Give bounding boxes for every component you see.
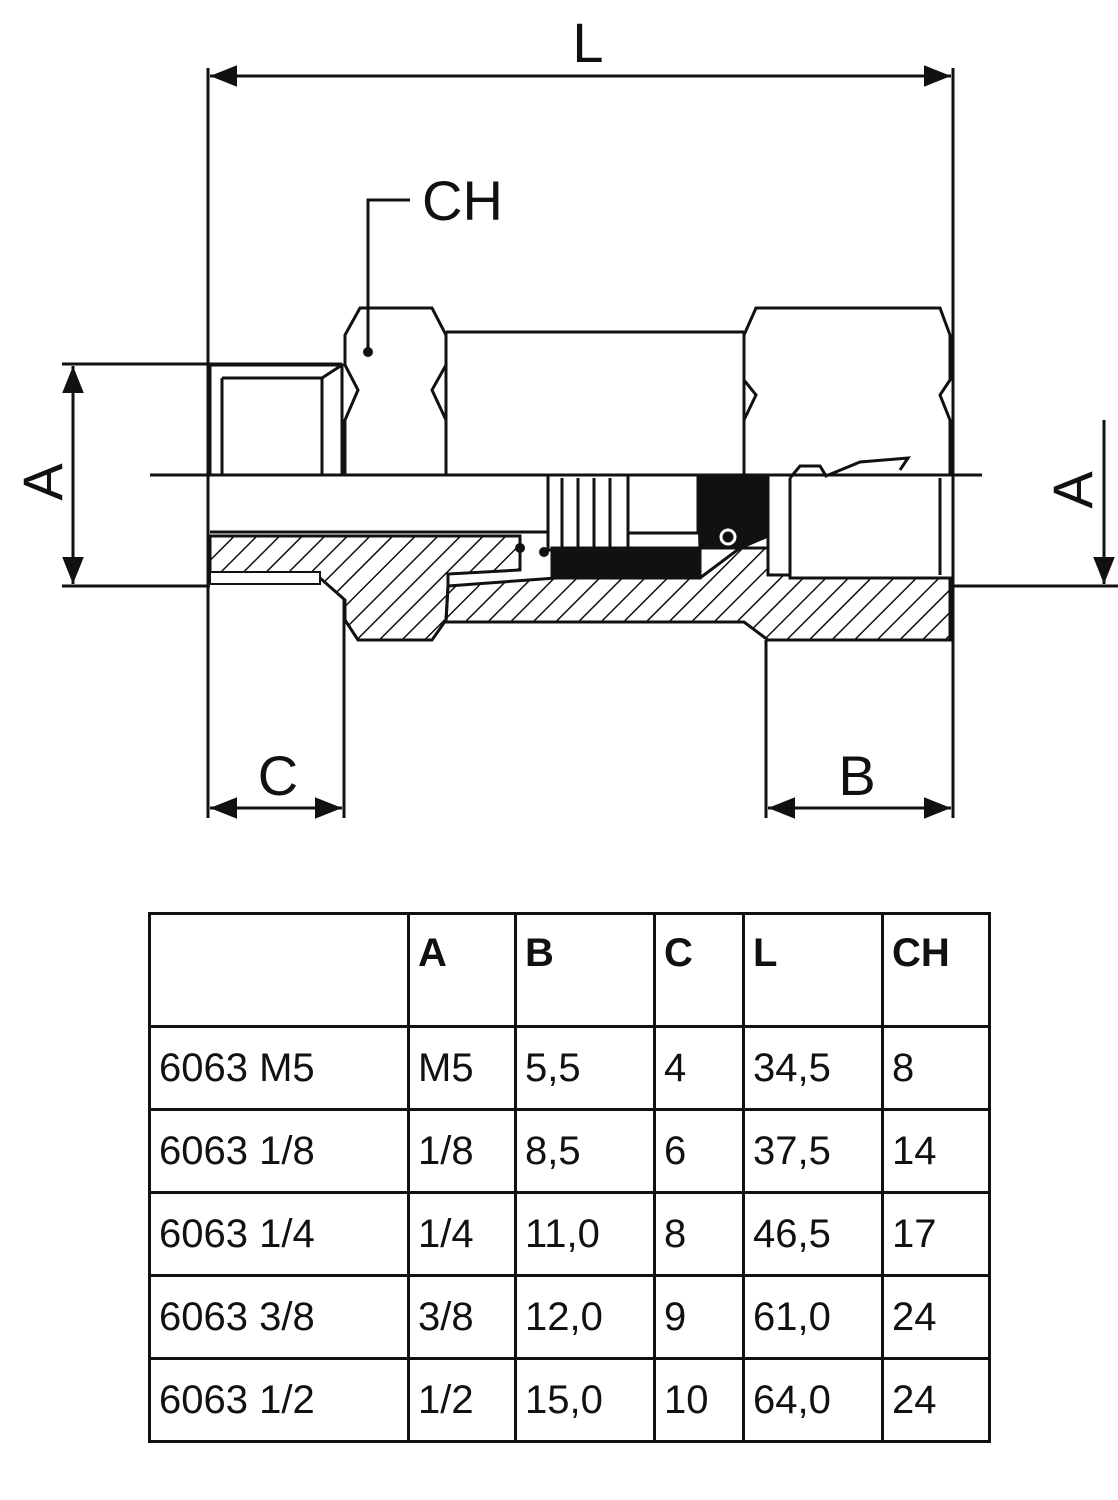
header-cell: C (653, 912, 745, 1028)
header-cell: CH (881, 912, 991, 1028)
table-cell: 17 (881, 1191, 991, 1277)
table-cell: 34,5 (742, 1025, 884, 1111)
right-hex-nut (742, 306, 952, 477)
socket-thread-chamfer (788, 456, 911, 479)
table-cell: 6063 1/8 (148, 1108, 410, 1194)
valve-seal (696, 474, 770, 550)
table-cell: 8,5 (514, 1108, 656, 1194)
table-cell: 6063 M5 (148, 1025, 410, 1111)
dimension-table: A B C L CH 6063 M5 M5 5,5 4 34,5 8 6063 … (148, 912, 991, 1443)
ch-leader-dot (363, 347, 373, 357)
table-cell: 46,5 (742, 1191, 884, 1277)
table-cell: 6063 1/2 (148, 1357, 410, 1443)
valve-spring-cage (546, 473, 630, 552)
table-cell: 1/2 (407, 1357, 517, 1443)
table-cell: 11,0 (514, 1191, 656, 1277)
table-cell: 24 (881, 1274, 991, 1360)
valve-poppet (626, 473, 700, 535)
table-cell: 9 (653, 1274, 745, 1360)
table-cell: 37,5 (742, 1108, 884, 1194)
table-cell: 4 (653, 1025, 745, 1111)
thread-relief-left (209, 571, 321, 585)
hatched-section-body (444, 546, 952, 642)
table-row: 6063 1/4 1/4 11,0 8 46,5 17 (148, 1191, 991, 1277)
table-row: 6063 M5 M5 5,5 4 34,5 8 (148, 1025, 991, 1111)
table-cell: 1/4 (407, 1191, 517, 1277)
header-cell: L (742, 912, 884, 1028)
table-cell: 12,0 (514, 1274, 656, 1360)
header-cell: A (407, 912, 517, 1028)
table-row: 6063 1/2 1/2 15,0 10 64,0 24 (148, 1357, 991, 1443)
table-cell: 15,0 (514, 1357, 656, 1443)
table-cell: 3/8 (407, 1274, 517, 1360)
table-cell: 24 (881, 1357, 991, 1443)
table-cell: 10 (653, 1357, 745, 1443)
table-header-row: A B C L CH (148, 912, 991, 1028)
header-cell (148, 912, 410, 1028)
table-cell: 6063 3/8 (148, 1274, 410, 1360)
label-l: L (572, 11, 603, 74)
table-row: 6063 3/8 3/8 12,0 9 61,0 24 (148, 1274, 991, 1360)
table-cell: 5,5 (514, 1025, 656, 1111)
table-cell: 14 (881, 1108, 991, 1194)
label-c: C (258, 744, 298, 807)
table-cell: 8 (653, 1191, 745, 1277)
table-cell: M5 (407, 1025, 517, 1111)
label-a-left: A (11, 463, 74, 501)
table-cell: 8 (881, 1025, 991, 1111)
table-cell: 61,0 (742, 1274, 884, 1360)
table-cell: 1/8 (407, 1108, 517, 1194)
table-cell: 6063 1/4 (148, 1191, 410, 1277)
label-a-right: A (1041, 471, 1104, 509)
ch-leader (366, 198, 410, 350)
label-ch: CH (422, 169, 503, 232)
label-b: B (838, 744, 875, 807)
left-hex-nut (343, 306, 448, 477)
table-cell: 6 (653, 1108, 745, 1194)
table-row: 6063 1/8 1/8 8,5 6 37,5 14 (148, 1108, 991, 1194)
header-cell: B (514, 912, 656, 1028)
table-cell: 64,0 (742, 1357, 884, 1443)
valve-guide (550, 546, 702, 580)
check-valve-technical-drawing: L CH A A C B (11, 11, 1118, 819)
